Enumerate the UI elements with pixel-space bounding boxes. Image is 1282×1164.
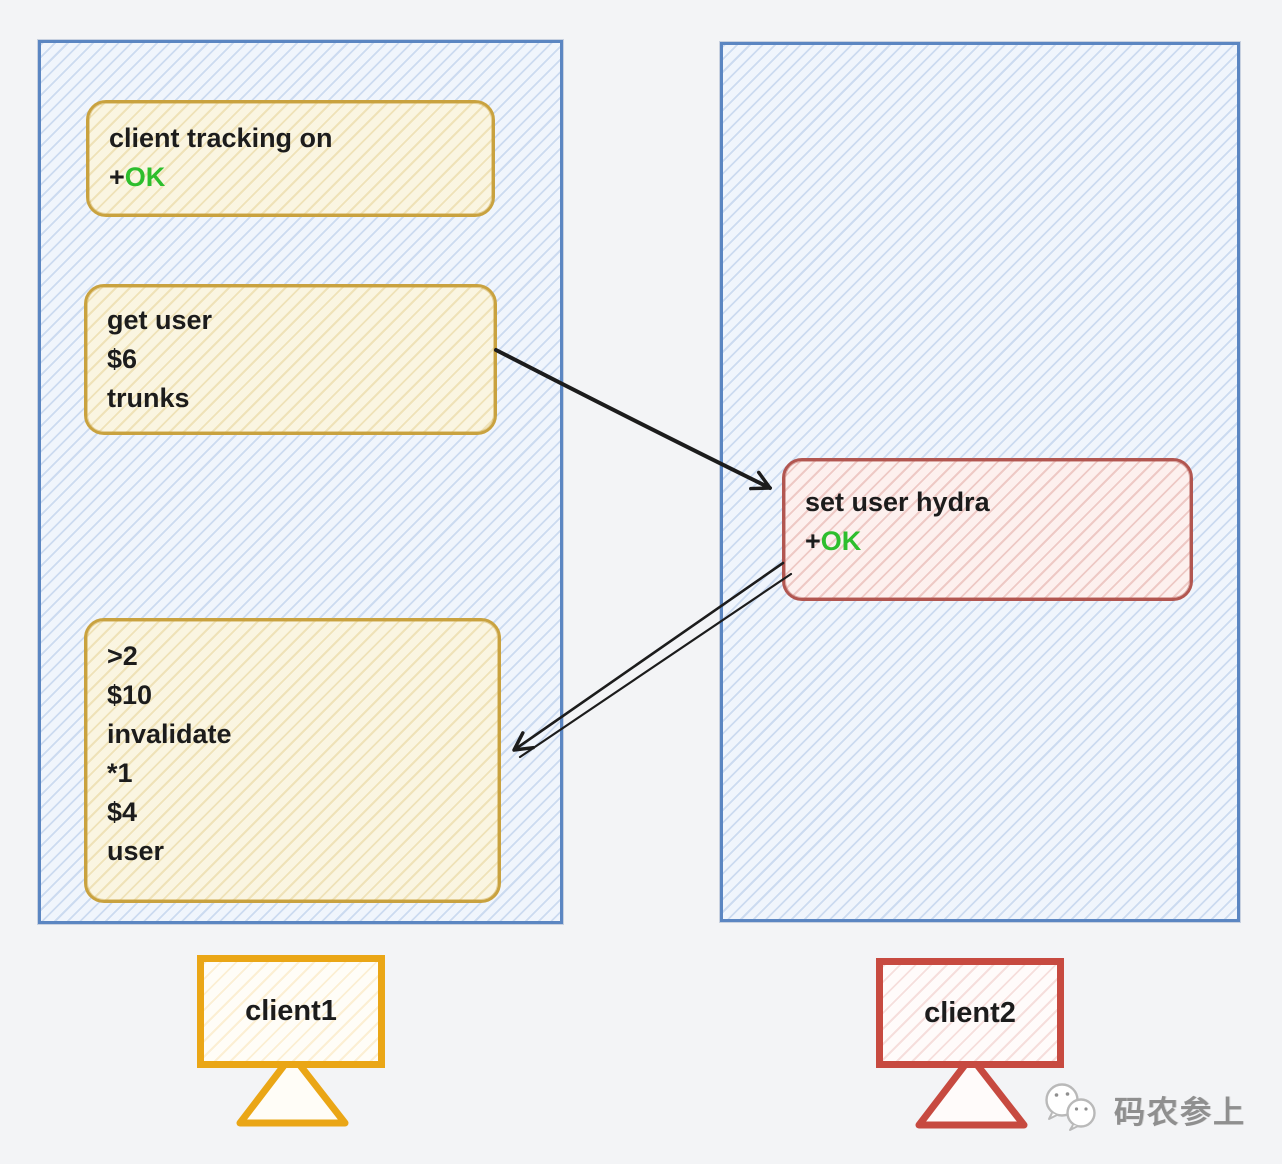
message-line: user [107,836,165,866]
client1-label: client1 [245,995,337,1027]
status-plus: + [109,162,125,192]
client2-monitor-stand [915,1053,1028,1129]
message-line: invalidate [107,719,232,749]
client1-monitor: client1 [197,955,385,1068]
client2-label: client2 [924,996,1016,1029]
client2-monitor: client2 [876,958,1064,1068]
message-line-status: +OK [805,522,1170,561]
message-line: >2 [107,641,138,671]
message-line: client tracking on [109,123,333,153]
client2-timeline-panel [720,42,1240,922]
message-line: $6 [107,344,138,374]
message-line: $4 [107,797,138,827]
message-box-client-tracking: client tracking on +OK [86,100,495,217]
message-box-get-user: get user $6 trunks [84,284,497,435]
wechat-icon [1045,1083,1096,1131]
message-line: trunks [107,383,190,413]
status-plus: + [805,526,821,556]
watermark-text: 码农参上 [1114,1094,1246,1130]
message-line: *1 [107,758,133,788]
message-line-status: +OK [109,158,472,197]
client1-monitor-stand [236,1051,349,1127]
message-line: $10 [107,680,153,710]
message-line: get user [107,305,213,335]
status-ok: OK [124,162,166,192]
message-box-invalidate: >2 $10 invalidate *1 $4 user [84,618,501,903]
watermark: 码农参上 [1040,1080,1246,1138]
message-line: set user hydra [805,487,990,517]
message-box-set-user: set user hydra +OK [782,458,1193,601]
status-ok: OK [820,526,862,556]
